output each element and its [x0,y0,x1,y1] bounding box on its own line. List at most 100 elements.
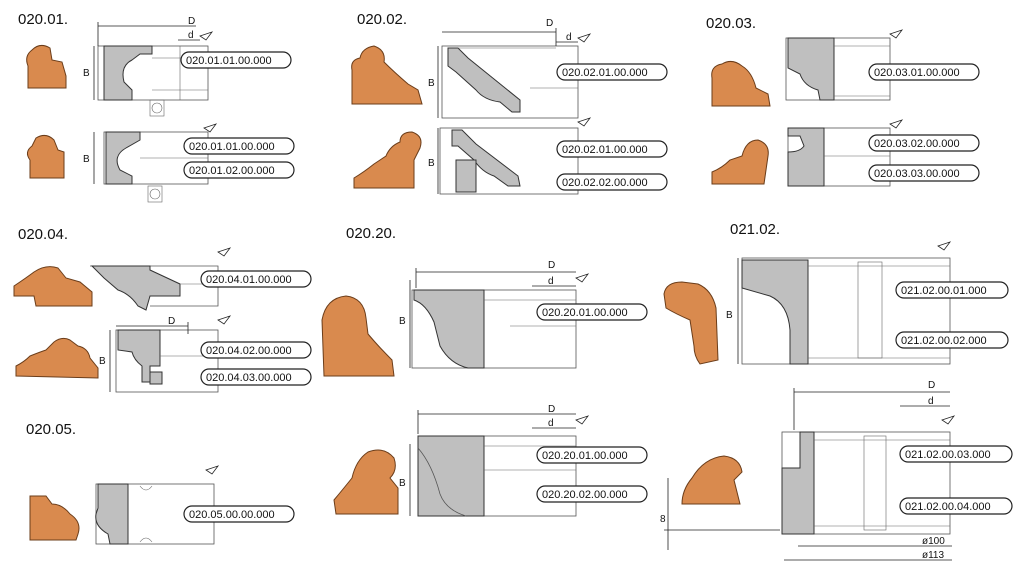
part-number-pill [536,485,648,503]
part-number: 020.03.03.00.000 [874,168,960,180]
cutter-profile [741,259,809,365]
dim-label: B [399,478,406,489]
group-020-01: 020.01. D d B B 020.01.01.00.000 020.01.… [18,11,295,203]
cutter-profile [787,37,835,101]
cutter-profile [105,131,141,185]
part-number-pill [183,505,295,523]
group-title: 020.02. [357,11,407,28]
part-number: 020.01.01.00.000 [186,55,272,67]
dim-label: B [428,158,435,169]
part-number-pill [895,331,1009,349]
part-number: 021.02.00.01.000 [901,285,987,297]
part-number-pill [183,161,295,179]
part-number-pill [899,497,1013,515]
cutter-profile [455,159,477,193]
dim-label: B [726,310,733,321]
part-number: 021.02.00.02.000 [901,335,987,347]
part-number-pill [180,51,292,69]
group-title: 020.20. [346,225,396,242]
cutter-profile [103,45,153,101]
group-title: 020.03. [706,15,756,32]
wood-profile [663,281,719,365]
wood-profile [353,131,422,189]
dim-label: ø100 [922,536,945,547]
group-title: 020.05. [26,421,76,438]
part-number-pill [895,281,1009,299]
group-title: 020.01. [18,11,68,28]
dim-label: d [548,418,554,429]
group-020-03: 020.03. 020.03.01.00.000 020.03.02.00.00… [706,15,980,187]
part-number: 020.20.02.00.000 [542,489,628,501]
wood-profile [15,337,99,379]
wood-profile [13,266,93,307]
cutter-profile [90,265,181,311]
part-number-pill [200,270,312,288]
dim-label: D [548,404,555,415]
part-number: 021.02.00.03.000 [905,449,991,461]
cutter-body [441,45,579,119]
wood-profile [333,449,399,515]
part-number: 020.02.01.00.000 [562,144,648,156]
dim-label: 8 [660,514,666,525]
wood-profile [26,44,67,89]
dim-label: B [83,154,90,165]
part-number: 020.20.01.00.000 [542,450,628,462]
cutter-profile [95,483,129,545]
cutter-body [411,289,577,369]
dim-label: D [928,380,935,391]
part-number-pill [868,63,980,81]
group-020-05: 020.05. 020.05.00.00.000 [26,421,295,545]
cutter-profile [787,127,825,187]
cutter-profile [413,289,485,369]
group-020-20: 020.20. D d B D d B 020.20.01.00.000 020… [321,225,648,517]
dim-label: D [546,18,553,29]
group-title: 020.04. [18,226,68,243]
cutter-body [115,329,219,393]
part-number: 020.20.01.00.000 [542,307,628,319]
wood-profile [711,60,771,107]
group-021-02: 021.02. B D d 8 ø100 ø113 021.02.00.01.0… [660,221,1013,561]
part-number: 020.04.01.00.000 [206,274,292,286]
cutter-profile [447,47,521,113]
wood-profile [681,455,743,505]
dim-label: B [399,316,406,327]
dim-label: d [928,396,934,407]
wood-profile [321,295,395,377]
part-number-pill [556,173,668,191]
part-number: 021.02.00.04.000 [905,501,991,513]
part-number-pill [536,303,648,321]
dim-label: d [566,32,572,43]
cutter-profile [417,435,485,517]
part-number: 020.01.02.00.000 [189,165,275,177]
part-number-pill [556,140,668,158]
dim-label: ø113 [922,550,944,561]
group-020-02: 020.02. D d B B 020.02.01.00.000 020.02.… [351,11,668,195]
part-number: 020.05.00.00.000 [189,509,275,521]
wood-profile [711,139,769,185]
wood-profile [351,45,423,105]
dim-label: D [548,260,555,271]
dim-label: B [83,68,90,79]
wood-profile [26,134,65,179]
part-number: 020.02.02.00.000 [562,177,648,189]
part-number-pill [183,137,295,155]
part-number-pill [536,446,648,464]
dim-label: d [188,30,194,41]
cutter-body [439,127,579,195]
wood-profile [29,495,80,541]
part-number: 020.03.01.00.000 [874,67,960,79]
cutter-body [741,257,951,365]
part-number-pill [200,341,312,359]
part-number: 020.04.03.00.000 [206,372,292,384]
group-title: 021.02. [730,221,780,238]
dim-label: D [188,16,195,27]
dim-label: B [99,356,106,367]
part-number: 020.01.01.00.000 [189,141,275,153]
dim-label: B [428,78,435,89]
group-020-04: 020.04. D B 020.04.01.00.000 020.04.02.0… [13,226,312,393]
part-number-pill [200,368,312,386]
dim-label: D [168,316,175,327]
cutter-profile [781,431,815,535]
